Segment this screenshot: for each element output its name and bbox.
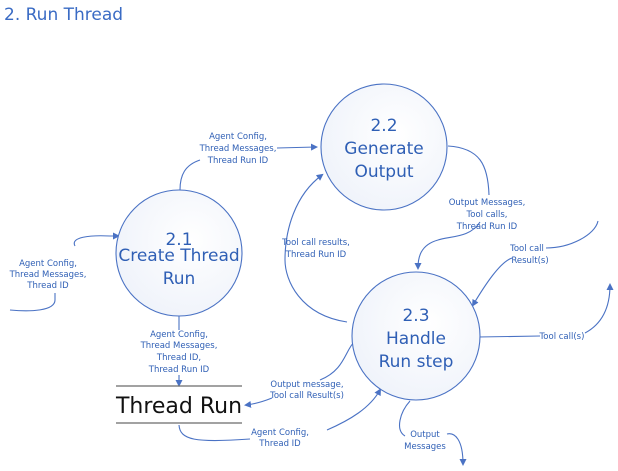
label-line: Agent Config, (209, 132, 267, 142)
flow-line-2.3-to-ext (477, 285, 610, 338)
page-title: 2. Run Thread (4, 5, 124, 25)
flow-line-ext-to-2.1-tail (9, 293, 56, 312)
flow-label-ext-to-2.1: Agent Config, Thread Messages, Thread ID (9, 259, 87, 291)
label-line: Output message, (270, 380, 343, 390)
label-line: Agent Config, (19, 259, 77, 269)
label-line: Thread ID (26, 281, 69, 291)
process-2.1-name-line1: Create Thread (118, 246, 239, 266)
flow-label-2.1-to-store: Agent Config, Thread Messages, Thread ID… (140, 330, 218, 375)
label-line: Thread Run ID (207, 156, 269, 166)
label-line: Thread Run ID (285, 250, 347, 260)
flow-line-ext-to-2.1 (73, 232, 120, 247)
flow-line-ext-to-2.3 (473, 220, 599, 305)
label-line: Tool call (509, 244, 544, 254)
process-2.3-name-line2: Run step (379, 352, 454, 372)
label-line: Messages (404, 442, 446, 452)
process-2.2-name-line2: Output (354, 162, 413, 182)
process-2.1-id: 2.1 (165, 230, 192, 250)
process-2.3[interactable]: 2.3 Handle Run step (351, 271, 481, 401)
process-2.1-name-line2: Run (163, 269, 196, 289)
label-line: Tool call(s) (539, 332, 585, 342)
flow-line-2.3-to-output (399, 400, 463, 464)
process-2.2-name-line1: Generate (344, 139, 423, 159)
label-line: Thread Messages, (9, 270, 87, 280)
process-2.2-id: 2.2 (370, 116, 397, 136)
flow-line-store-to-2.3 (178, 390, 380, 442)
label-line: Thread Run ID (456, 222, 518, 232)
flow-line-2.2-to-2.3 (418, 145, 490, 268)
label-line: Thread Messages, (140, 341, 218, 351)
flow-line-2.3-to-2.2 (284, 173, 348, 323)
process-2.1[interactable]: 2.1 Create Thread Run (115, 189, 243, 317)
flow-label-store-to-2.3: Agent Config, Thread ID (251, 428, 309, 449)
label-line: Result(s) (511, 256, 548, 266)
label-line: Agent Config, (251, 428, 309, 438)
process-2.3-name-line1: Handle (386, 329, 446, 349)
data-store-thread-run[interactable]: Thread Run (115, 385, 242, 424)
label-line: Tool calls, (466, 210, 508, 220)
label-line: Output Messages, (449, 198, 526, 208)
label-line: Thread Run ID (148, 365, 210, 375)
label-line: Tool call Result(s) (269, 391, 344, 401)
process-2.3-id: 2.3 (402, 306, 429, 326)
label-line: Thread ID (258, 439, 301, 449)
flow-label-2.3-to-store: Output message, Tool call Result(s) (269, 380, 344, 401)
label-line: Agent Config, (150, 330, 208, 340)
flow-label-ext-to-2.3: Tool call Result(s) (509, 244, 549, 266)
process-2.2[interactable]: 2.2 Generate Output (320, 83, 448, 211)
flow-label-2.2-to-2.3: Output Messages, Tool calls, Thread Run … (449, 198, 526, 232)
label-line: Thread Messages, (199, 144, 277, 154)
label-line: Output (410, 430, 440, 440)
flow-label-2.3-to-ext: Tool call(s) (539, 332, 585, 342)
label-line: Thread ID, (156, 353, 201, 363)
flow-label-2.3-to-output: Output Messages (404, 430, 446, 452)
flow-label-2.1-to-2.2: Agent Config, Thread Messages, Thread Ru… (199, 132, 277, 166)
data-store-label: Thread Run (115, 394, 242, 419)
flow-label-2.3-to-2.2: Tool call results, Thread Run ID (281, 238, 350, 260)
flow-line-2.1-to-2.2 (179, 147, 316, 191)
label-line: Tool call results, (281, 238, 350, 248)
